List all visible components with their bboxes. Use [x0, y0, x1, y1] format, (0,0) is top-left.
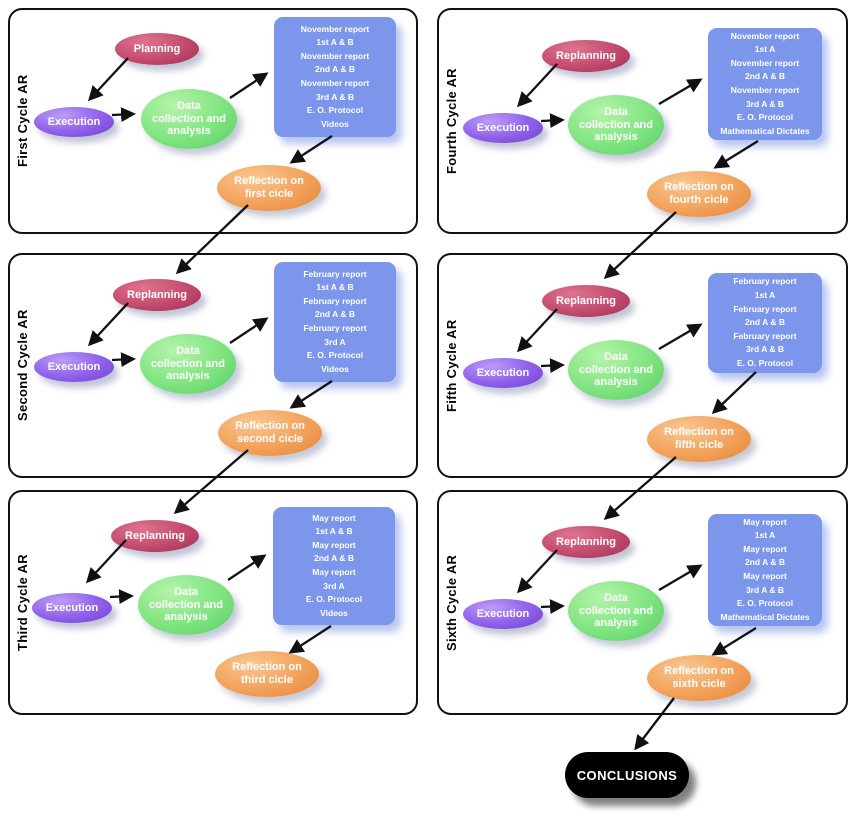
reflection-node: Reflection on fourth cicle — [647, 171, 751, 217]
reflection-node: Reflection on sixth cicle — [647, 655, 751, 701]
report-line: November report — [730, 57, 800, 68]
report-line: 3rd A — [324, 336, 346, 347]
report-line: 2nd A & B — [745, 317, 785, 328]
cycle-label-sixth: Sixth Cycle AR — [444, 554, 459, 651]
panel-second-cycle: Second Cycle AR Replanning Execution Dat… — [8, 253, 418, 478]
report-line: E. O. Protocol — [736, 357, 794, 368]
report-line: Videos — [321, 118, 349, 129]
report-line: 1st A — [754, 290, 776, 301]
report-line: February report — [733, 330, 797, 341]
report-line: 1st A & B — [316, 282, 354, 293]
reflection-node: Reflection on second cicle — [218, 410, 322, 456]
report-line: 2nd A & B — [745, 557, 785, 568]
report-line: May report — [312, 512, 356, 523]
planning-node: Planning — [115, 33, 199, 65]
cycle-label-first: First Cycle AR — [15, 74, 30, 168]
replanning-node: Replanning — [542, 40, 630, 72]
data-collection-node: Data collection and analysis — [140, 334, 236, 394]
report-line: 2nd A & B — [315, 64, 355, 75]
report-line: 1st A — [754, 44, 776, 55]
report-line: 3rd A & B — [745, 584, 785, 595]
cycle-label-second: Second Cycle AR — [15, 309, 30, 422]
report-line: May report — [743, 543, 787, 554]
report-line: February report — [303, 323, 367, 333]
data-collection-node: Data collection and analysis — [568, 340, 664, 400]
report-line: November report — [730, 85, 800, 95]
panel-sixth-cycle: Sixth Cycle AR Replanning Execution Data… — [437, 490, 848, 715]
data-collection-node: Data collection and analysis — [141, 89, 237, 149]
reports-box: May report 1st A & B May report 2nd A & B Ma… — [273, 507, 395, 625]
report-line: May report — [743, 516, 787, 527]
execution-node: Execution — [463, 358, 543, 388]
report-line: February report — [303, 295, 367, 306]
report-line: November report — [300, 78, 370, 88]
report-line: Mathematical Dictates — [720, 611, 810, 622]
report-line: Videos — [321, 363, 349, 374]
replanning-node: Replanning — [542, 285, 630, 317]
report-line: February report — [733, 276, 797, 287]
report-line: E. O. Protocol — [736, 112, 794, 123]
report-line: 2nd A & B — [315, 309, 355, 320]
report-line: February report — [303, 268, 367, 279]
report-line: May report — [312, 539, 356, 550]
report-line: November report — [300, 50, 370, 61]
panel-fifth-cycle: Fifth Cycle AR Replanning Execution Data… — [437, 253, 848, 478]
execution-node: Execution — [463, 599, 543, 629]
execution-node: Execution — [34, 352, 114, 382]
data-collection-node: Data collection and analysis — [568, 581, 664, 641]
cycle-label-third: Third Cycle AR — [15, 554, 30, 651]
report-line: May report — [743, 571, 787, 581]
replanning-node: Replanning — [113, 279, 201, 311]
report-line: E. O. Protocol — [306, 105, 364, 116]
report-line: 3rd A & B — [745, 344, 785, 355]
reflection-node: Reflection on first cicle — [217, 165, 321, 211]
execution-node: Execution — [463, 113, 543, 143]
reports-box: May report 1st A May report 2nd A & B May re… — [708, 514, 822, 626]
report-line: November report — [300, 23, 370, 34]
conclusions-node: CONCLUSIONS — [565, 752, 689, 798]
data-collection-node: Data collection and analysis — [138, 575, 234, 635]
report-line: February report — [733, 303, 797, 314]
reflection-node: Reflection on third cicle — [215, 651, 319, 697]
report-line: Videos — [320, 607, 348, 618]
reports-box: November report 1st A November report 2nd A… — [708, 28, 822, 140]
report-line: Mathematical Dictates — [720, 125, 810, 136]
panel-fourth-cycle: Fourth Cycle AR Replanning Execution Dat… — [437, 8, 848, 234]
data-collection-node: Data collection and analysis — [568, 95, 664, 155]
cycle-label-fifth: Fifth Cycle AR — [444, 319, 459, 412]
report-line: November report — [730, 30, 800, 41]
reports-box: February report 1st A & B February report 2… — [274, 262, 396, 382]
report-line: May report — [312, 567, 356, 577]
reflection-node: Reflection on fifth cicle — [647, 416, 751, 462]
cycle-label-fourth: Fourth Cycle AR — [444, 68, 459, 174]
reports-box: February report 1st A February report 2nd A… — [708, 273, 822, 373]
report-line: 2nd A & B — [745, 71, 785, 82]
panel-third-cycle: Third Cycle AR Replanning Execution Data… — [8, 490, 418, 715]
execution-node: Execution — [34, 107, 114, 137]
report-line: 3rd A & B — [745, 98, 785, 109]
replanning-node: Replanning — [542, 526, 630, 558]
execution-node: Execution — [32, 593, 112, 623]
report-line: 1st A & B — [316, 37, 354, 48]
replanning-node: Replanning — [111, 520, 199, 552]
report-line: 3rd A & B — [315, 91, 355, 102]
report-line: 3rd A — [323, 580, 345, 591]
report-line: 2nd A & B — [314, 553, 354, 564]
report-line: E. O. Protocol — [305, 594, 363, 605]
report-line: E. O. Protocol — [736, 598, 794, 609]
panel-first-cycle: First Cycle AR Planning Execution Data c… — [8, 8, 418, 234]
report-line: E. O. Protocol — [306, 350, 364, 361]
report-line: 1st A — [754, 530, 776, 541]
reports-box: November report 1st A & B November report 2… — [274, 17, 396, 137]
report-line: 1st A & B — [315, 526, 353, 537]
